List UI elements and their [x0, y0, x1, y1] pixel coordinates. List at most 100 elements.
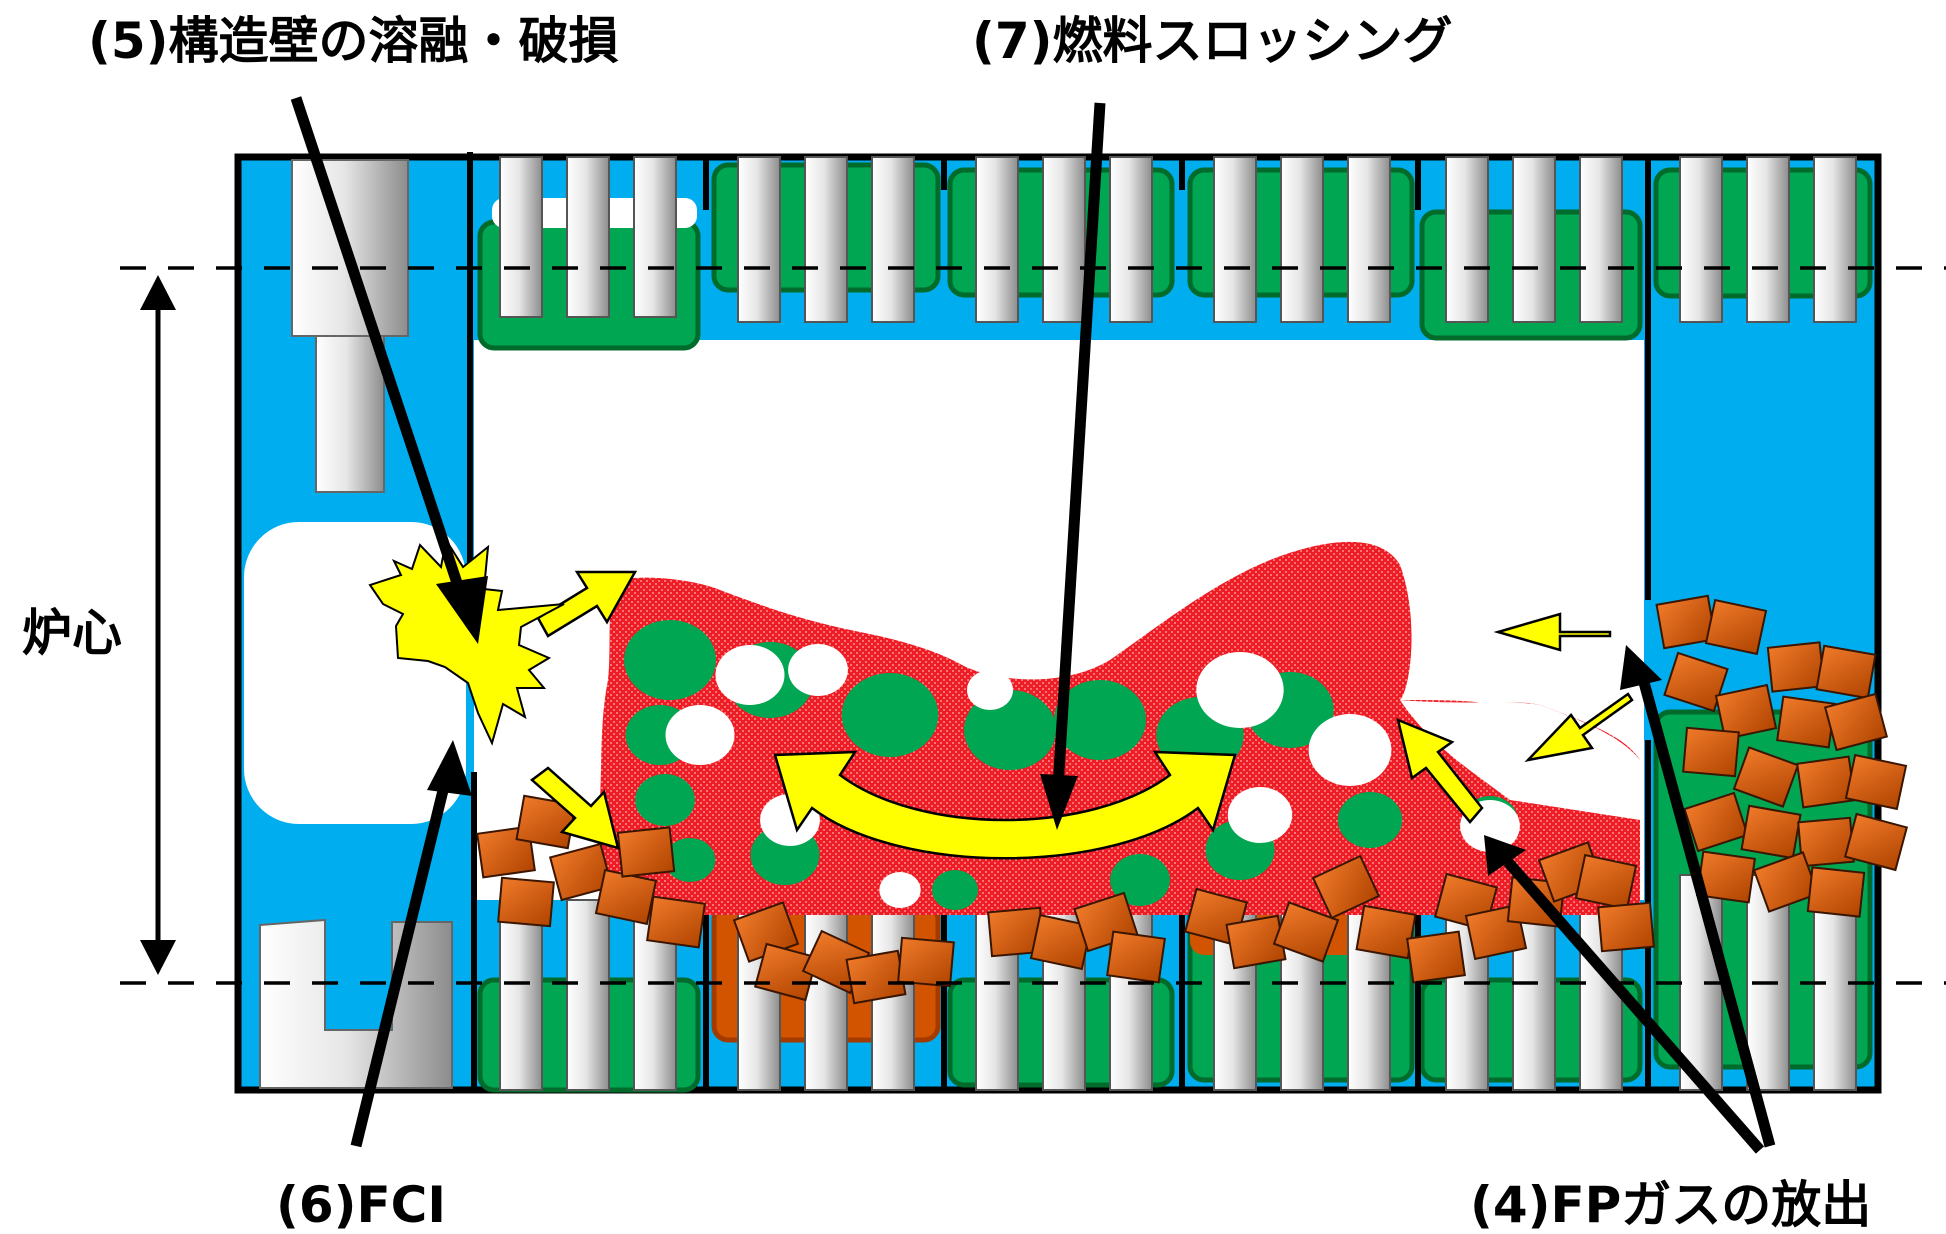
- debris-particle: [1311, 854, 1381, 920]
- core-height-arrow: [140, 275, 176, 975]
- debris-particle: [1355, 904, 1417, 960]
- control-rod-lower: [315, 335, 385, 493]
- debris-particle: [497, 876, 555, 928]
- upper-fuel-pin: [804, 156, 848, 323]
- callout-structure-melt-head: [436, 576, 488, 644]
- upper-fuel-pin: [633, 156, 677, 318]
- callout-fp-gas-1: [1636, 673, 1776, 1148]
- upper-fuel-pin: [1512, 156, 1556, 323]
- debris-particle: [1797, 816, 1855, 868]
- void-bubble: [788, 644, 848, 696]
- debris-particle: [1714, 683, 1778, 741]
- callout-arrowheads: [427, 576, 1662, 876]
- label-structure-melt: (5)構造壁の溶融・破損: [88, 12, 619, 70]
- coolant-bubble: [664, 838, 716, 882]
- core-height-arrow-bottom: [140, 940, 176, 975]
- debris-particle: [1796, 755, 1856, 809]
- callout-fp-gas-2: [1503, 858, 1765, 1154]
- flow-arrow-up-right: [1396, 717, 1484, 824]
- upper-fuel-pin: [975, 156, 1019, 323]
- coolant-bubble: [841, 673, 939, 757]
- coolant-bubble: [932, 870, 978, 910]
- flow-arrow-down-left: [530, 766, 620, 850]
- coolant-bubble: [635, 774, 695, 826]
- flow-arrow-left-mid: [1524, 692, 1634, 762]
- flow-arrow-left-top: [1493, 612, 1612, 652]
- upper-fuel-pin: [871, 156, 915, 323]
- coolant-bubble: [964, 690, 1056, 770]
- debris-particle: [646, 895, 706, 949]
- callout-fp-gas-1-head: [1620, 645, 1662, 690]
- debris-particle: [1843, 812, 1909, 872]
- debris-particle: [1815, 644, 1877, 700]
- debris-particle: [1844, 753, 1908, 811]
- upper-fuel-pin: [1813, 156, 1857, 323]
- coolant-bubble: [1110, 854, 1170, 906]
- void-bubble: [715, 645, 785, 705]
- void-bubble: [1308, 714, 1392, 786]
- flow-arrows: [530, 570, 1634, 860]
- debris-particle: [616, 826, 676, 878]
- upper-fuel-pin: [1042, 156, 1086, 323]
- debris-particle: [1597, 901, 1655, 953]
- debris-particle: [1406, 930, 1466, 984]
- label-core: 炉心: [22, 604, 122, 662]
- core-height-arrow-top: [140, 275, 176, 310]
- upper-fuel-pin: [737, 156, 781, 323]
- upper-fuel-pin: [1109, 156, 1153, 323]
- void-bubble: [967, 670, 1013, 710]
- debris-particle: [1823, 692, 1889, 752]
- void-bubble: [1227, 787, 1293, 843]
- fci-burst-icon: [368, 537, 565, 746]
- lower-fuel-pin: [804, 899, 848, 1091]
- fuel-debris: [476, 594, 1909, 1005]
- upper-fuel-pin: [1280, 156, 1324, 323]
- debris-particle: [1683, 791, 1749, 853]
- debris-particle: [1766, 641, 1826, 693]
- debris-particle: [594, 868, 658, 926]
- flow-arrow-up-left: [536, 570, 638, 638]
- debris-particle: [548, 842, 614, 902]
- lower-fuel-pin: [566, 899, 610, 1091]
- debris-particle: [1574, 853, 1638, 911]
- debris-particle: [1740, 804, 1802, 860]
- core-boundary: [120, 266, 1946, 985]
- upper-fuel-pin: [1746, 156, 1790, 323]
- lower-fuel-pin: [499, 899, 543, 1091]
- debris-particle: [1806, 866, 1866, 918]
- void-bubble: [665, 705, 735, 765]
- coolant-bubble: [1337, 792, 1403, 848]
- debris-particle: [845, 949, 907, 1005]
- coolant-bubble: [624, 620, 716, 700]
- callout-structure-melt: [290, 96, 468, 600]
- void-bubble: [1034, 618, 1086, 662]
- upper-fuel-pin: [499, 156, 543, 318]
- debris-particle: [1272, 901, 1340, 963]
- callout-fci-head: [427, 740, 472, 796]
- void-bubble: [1196, 652, 1284, 728]
- callout-arrows: [290, 96, 1776, 1154]
- sloshing-arrow: [773, 750, 1237, 860]
- upper-fuel-pin: [1213, 156, 1257, 323]
- debris-particle: [897, 936, 955, 988]
- upper-fuel-pin: [1347, 156, 1391, 323]
- upper-fuel-pin: [1579, 156, 1623, 323]
- debris-particle: [1704, 598, 1768, 656]
- upper-fuel-pins: [499, 156, 1857, 323]
- callout-fci: [350, 768, 454, 1148]
- callout-sloshing: [1052, 102, 1106, 789]
- label-fuel-sloshing: (7)燃料スロッシング: [972, 12, 1453, 70]
- callout-sloshing-head: [1040, 774, 1078, 830]
- void-bubble: [879, 872, 921, 908]
- upper-fuel-pin: [1679, 156, 1723, 323]
- debris-particle: [1752, 851, 1820, 913]
- debris-particle: [1732, 746, 1800, 808]
- divider-walls: [467, 152, 1651, 1092]
- label-fci: (6)FCI: [276, 1176, 446, 1234]
- debris-particle: [1682, 726, 1740, 778]
- debris-particle: [1106, 930, 1166, 984]
- debris-particle: [1776, 695, 1836, 749]
- upper-fuel-pin: [1445, 156, 1489, 323]
- label-fp-gas-release: (4)FPガスの放出: [1470, 1176, 1871, 1234]
